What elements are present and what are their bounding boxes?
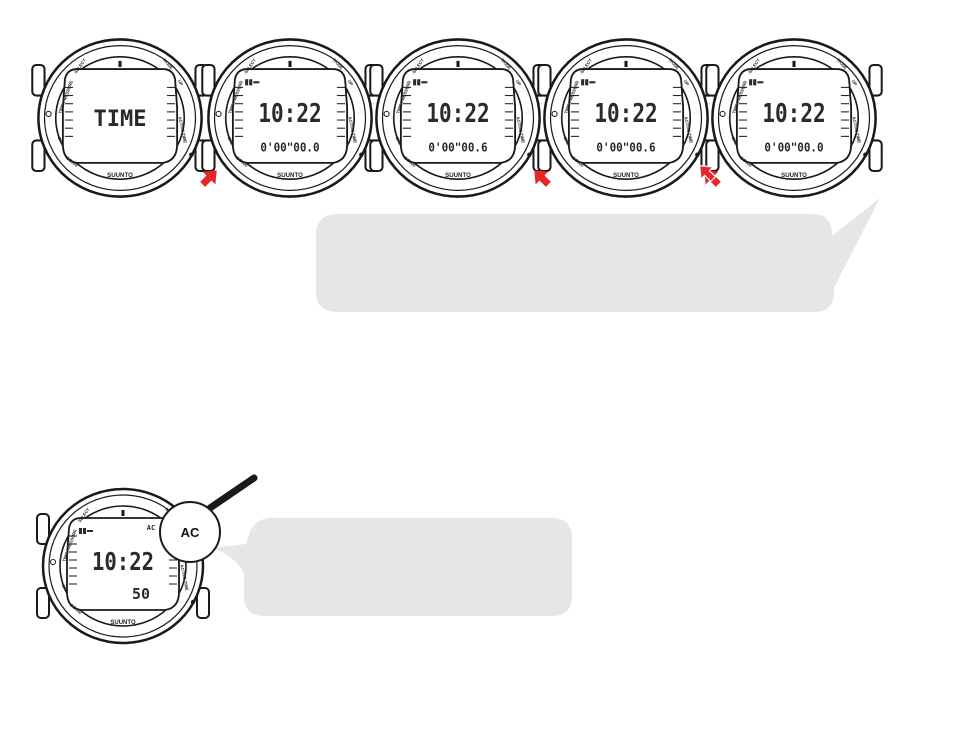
- bezel-label: ACTIVE TIME: [347, 116, 358, 144]
- bezel-label: ACTIVE TIME: [851, 116, 862, 144]
- lcd-main-value: 10:22: [762, 99, 825, 129]
- brand-label: SUUNTO: [110, 620, 136, 626]
- bezel-label: UP: [683, 79, 690, 87]
- lcd-sub-value: 0'00"00.6: [428, 141, 487, 155]
- brand-label: SUUNTO: [613, 172, 639, 179]
- lcd-sub-value: 0'00"00.6: [596, 141, 655, 155]
- bezel-label: ON: [56, 136, 64, 144]
- lcd-sub-value: 50: [132, 585, 150, 603]
- bezel-label: ACTIVE TIME: [177, 116, 188, 144]
- bezel-label: UP: [851, 79, 858, 87]
- info-bubble-bottom: [212, 518, 572, 616]
- single-press-arrow-icon: [200, 170, 217, 187]
- info-bubble-top: [316, 198, 880, 312]
- bezel-label: UP: [515, 79, 522, 87]
- button-press-arrows: [200, 165, 721, 187]
- bezel-label: UP: [177, 79, 184, 87]
- bezel-label: UP: [347, 79, 354, 87]
- lcd-main-value: 10:22: [92, 547, 154, 576]
- bezel-label: ACTIVE TIME: [683, 116, 694, 144]
- lcd-main-value: TIME: [93, 106, 146, 132]
- brand-label: SUUNTO: [277, 172, 303, 179]
- bezel-label: ON: [61, 583, 68, 591]
- bezel-label: ACTIVE TIME: [515, 116, 526, 144]
- ac-indicator: AC: [147, 524, 155, 532]
- lcd-sub-value: 0'00"00.0: [260, 141, 319, 155]
- brand-label: SUUNTO: [107, 172, 133, 179]
- single-press-arrow-icon: [534, 170, 551, 187]
- brand-label: SUUNTO: [781, 172, 807, 179]
- bezel-label: ON: [562, 136, 570, 144]
- lcd-main-value: 10:22: [426, 99, 489, 129]
- magnified-ac-label: AC: [181, 525, 200, 540]
- lcd-main-value: 10:22: [594, 99, 657, 129]
- bezel-label: ON: [226, 136, 234, 144]
- magnifier-icon: AC: [159, 474, 258, 563]
- lcd-sub-value: 0'00"00.0: [764, 141, 823, 155]
- double-press-arrow-icon: [699, 165, 721, 187]
- bezel-label: ON: [394, 136, 402, 144]
- bezel-label: ACTIVE TIME: [179, 564, 189, 591]
- bezel-label: ON: [730, 136, 738, 144]
- lcd-main-value: 10:22: [258, 99, 321, 129]
- brand-label: SUUNTO: [445, 172, 471, 179]
